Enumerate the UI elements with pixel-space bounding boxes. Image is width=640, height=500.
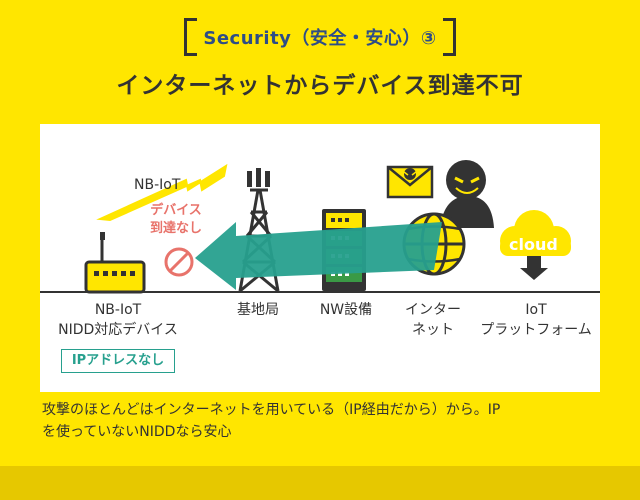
section-badge: Security（安全・安心）③	[184, 18, 456, 56]
unreachable-label: デバイス 到達なし	[150, 202, 202, 238]
lightning-bolt-icon	[96, 163, 228, 222]
prohibited-icon	[164, 247, 194, 277]
nw-equipment-label: NW設備	[319, 302, 373, 318]
footer-line2: を使っていないNIDDなら安心	[42, 423, 232, 440]
footer-caption: 攻撃のほとんどはインターネットを用いている（IP経由だから）から。IP を使って…	[42, 400, 622, 443]
iot-platform-label-line2: プラットフォーム	[480, 322, 592, 339]
basestation-label: 基地局	[237, 302, 279, 318]
internet-label-line2: ネット	[412, 322, 454, 339]
iot-platform-label: IoT プラットフォーム	[478, 300, 594, 341]
nbiot-radio-label: NB-IoT	[134, 177, 181, 193]
internet-label: インター ネット	[396, 300, 470, 341]
blocked-access-arrow	[195, 222, 442, 290]
unreachable-line2: 到達なし	[150, 221, 203, 237]
cloud-icon	[500, 210, 571, 256]
unreachable-line1: デバイス	[150, 203, 202, 218]
no-ip-address-tag: IPアドレスなし	[61, 349, 175, 373]
download-arrow-icon	[520, 256, 548, 280]
device-label-line1: NB-IoT	[94, 302, 142, 318]
bottom-shadow-band	[0, 466, 640, 500]
device-label-line2: NIDD対応デバイス	[58, 322, 178, 339]
badge-text: Security（安全・安心）③	[203, 28, 437, 49]
nbiot-device-icon	[84, 232, 146, 294]
page-title: インターネットからデバイス到達不可	[116, 73, 524, 99]
iot-platform-label-line1: IoT	[525, 302, 547, 318]
malicious-mail-icon	[386, 165, 434, 199]
footer-line1: 攻撃のほとんどはインターネットを用いている（IP経由だから）から。IP	[42, 402, 501, 418]
cloud-label: cloud	[509, 235, 558, 254]
internet-label-line1: インター	[405, 302, 461, 318]
device-label: NB-IoT NIDD対応デバイス	[48, 300, 188, 341]
